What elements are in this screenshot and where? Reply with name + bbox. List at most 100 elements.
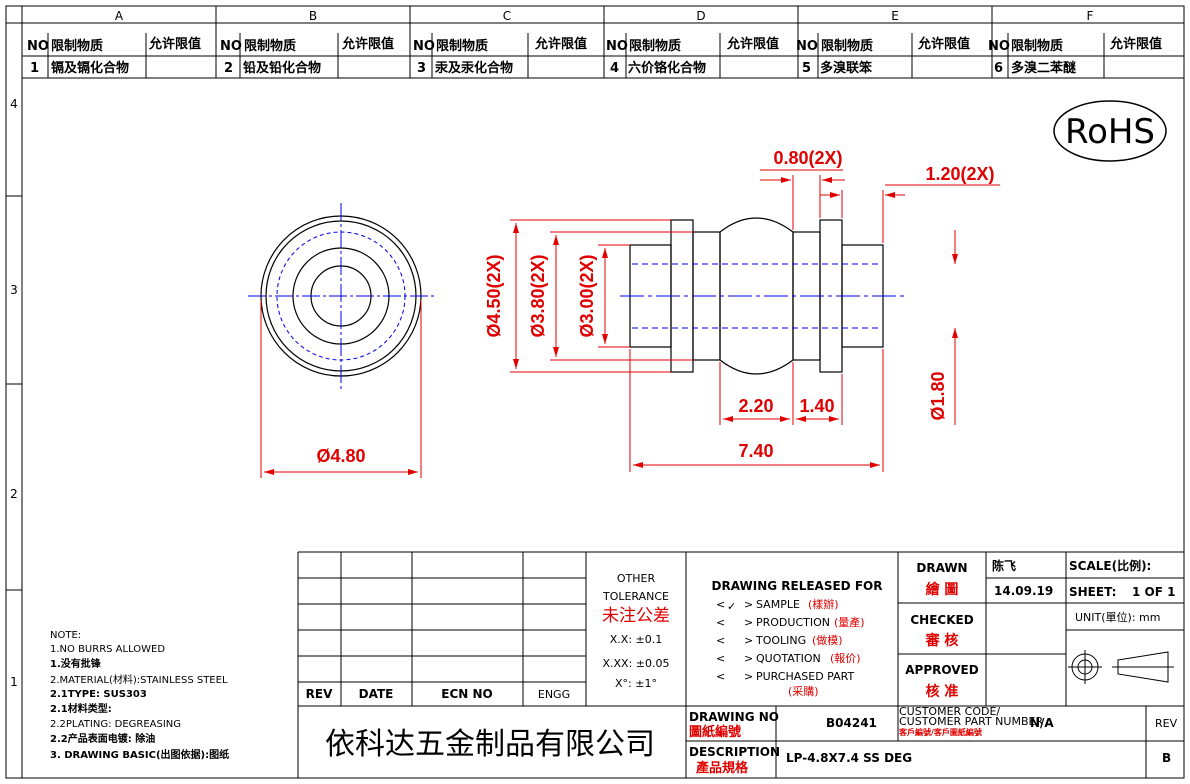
drawing-no-value: B04241 <box>826 716 877 730</box>
col-limit-header: 允许限值 <box>1109 36 1162 52</box>
notes-title: NOTE: <box>50 630 81 641</box>
release-block: DRAWING RELEASED FOR < ✓ > SAMPLE (樣辦) <… <box>712 579 883 698</box>
release-bracket: > <box>744 598 753 611</box>
dim-width-1-20: 1.20(2X) <box>925 164 994 184</box>
note-line: 1.NO BURRS ALLOWED <box>50 644 165 655</box>
tolerance-block: OTHER TOLERANCE 未注公差 X.X: ±0.1 X.XX: ±0.… <box>602 572 670 690</box>
customer-label-cn: 客戶編號/客戶圖紙編號 <box>898 727 982 737</box>
ecn-header: ECN NO <box>441 687 492 701</box>
dim-diameter-1-80: Ø1.80 <box>928 371 948 420</box>
release-item: TOOLING <box>755 634 806 647</box>
signoff-block: DRAWN 繪 圖 陈飞 14.09.19 CHECKED 審 核 APPROV… <box>905 558 1053 700</box>
release-title: DRAWING RELEASED FOR <box>712 579 883 593</box>
release-item-cn: (報价) <box>830 652 861 665</box>
rohs-mark: RoHS <box>1053 100 1167 162</box>
zone-label-top: C <box>503 9 511 23</box>
note-line: 2.MATERIAL(材料):STAINLESS STEEL <box>50 673 228 686</box>
tolerance-title-cn: 未注公差 <box>602 606 670 626</box>
sheet-label: SHEET: <box>1069 585 1116 599</box>
note-line: 1.没有批锋 <box>50 657 102 670</box>
description-label-cn: 產品規格 <box>695 760 749 776</box>
release-item: SAMPLE <box>756 598 800 611</box>
scale-label: SCALE(比例): <box>1069 558 1151 573</box>
substance-no: 5 <box>802 61 811 76</box>
drawn-date: 14.09.19 <box>994 584 1053 598</box>
approved-label-cn: 核 准 <box>926 683 959 700</box>
release-bracket: > <box>744 670 753 683</box>
dim-diameter-3-80: Ø3.80(2X) <box>528 254 548 337</box>
col-limit-header: 允许限值 <box>341 36 394 52</box>
col-limit-header: 允许限值 <box>534 36 587 52</box>
substance-name: 镉及镉化合物 <box>51 60 129 76</box>
release-bracket: < <box>716 616 725 629</box>
release-item: PRODUCTION <box>756 616 830 629</box>
checked-label: CHECKED <box>910 613 973 627</box>
release-item: QUOTATION <box>756 652 821 665</box>
col-no-header: NO <box>606 39 628 54</box>
dim-width-1-40: 1.40 <box>799 396 834 416</box>
release-check-icon: ✓ <box>727 600 736 613</box>
substance-name: 汞及汞化合物 <box>435 60 513 76</box>
drawn-label-cn: 繪 圖 <box>926 581 959 598</box>
substance-no: 2 <box>224 61 233 76</box>
customer-label: CUSTOMER CODE/ <box>899 705 1000 718</box>
release-bracket: < <box>716 634 725 647</box>
release-bracket: < <box>716 598 725 611</box>
zone-label-top: A <box>115 9 124 23</box>
col-no-header: NO <box>796 39 818 54</box>
col-substance-header: 限制物质 <box>629 38 681 54</box>
date-header: DATE <box>359 687 394 701</box>
approved-label: APPROVED <box>905 663 978 677</box>
sheet-value: 1 OF 1 <box>1132 585 1175 599</box>
end-view: Ø4.80 <box>248 203 434 478</box>
rohs-text: RoHS <box>1065 112 1155 152</box>
zone-label-side: 2 <box>10 487 18 501</box>
note-line: 2.1TYPE: SUS303 <box>50 689 147 700</box>
dim-diameter-3-00: Ø3.00(2X) <box>577 254 597 337</box>
release-bracket: < <box>716 670 725 683</box>
substance-name: 多溴联笨 <box>820 60 873 76</box>
notes-block: NOTE: 1.NO BURRS ALLOWED 1.没有批锋 2.MATERI… <box>50 630 229 761</box>
zone-label-top: F <box>1087 9 1094 23</box>
note-line: 3. DRAWING BASIC(出图依据):图纸 <box>50 748 229 761</box>
company-name: 依科达五金制品有限公司 <box>325 727 655 762</box>
substance-no: 6 <box>994 61 1003 76</box>
rev-value: B <box>1162 751 1171 765</box>
substance-name: 六价铬化合物 <box>628 60 706 76</box>
release-item-cn: (做模) <box>812 633 843 647</box>
col-substance-header: 限制物质 <box>244 38 296 54</box>
col-substance-header: 限制物质 <box>51 38 103 54</box>
release-bracket: > <box>744 616 753 629</box>
description-value: LP-4.8X7.4 SS DEG <box>786 751 912 765</box>
col-substance-header: 限制物质 <box>1011 38 1063 54</box>
col-substance-header: 限制物质 <box>436 38 488 54</box>
rev-label: REV <box>1155 717 1178 730</box>
col-no-header: NO <box>220 39 242 54</box>
tolerance-title: OTHER <box>617 572 656 585</box>
col-limit-header: 允许限值 <box>917 36 970 52</box>
col-limit-header: 允许限值 <box>726 36 779 52</box>
release-item-cn: (采購) <box>788 684 819 698</box>
tolerance-xxx: X.XX: ±0.05 <box>602 657 669 670</box>
col-limit-header: 允许限值 <box>148 36 201 52</box>
substance-name: 多溴二苯醚 <box>1011 60 1077 76</box>
substance-name: 铅及铅化合物 <box>243 60 321 76</box>
engg-header: ENGG <box>538 688 570 701</box>
sheet-frame <box>5 5 1185 779</box>
tolerance-xx: X.X: ±0.1 <box>610 633 662 646</box>
zone-labels-side: 4 3 2 1 <box>10 97 18 689</box>
company-block: 依科达五金制品有限公司 <box>325 727 655 762</box>
substance-no: 3 <box>417 61 426 76</box>
col-no-header: NO <box>413 39 435 54</box>
tolerance-angle: X°: ±1° <box>615 677 657 690</box>
drawn-by: 陈飞 <box>992 558 1016 573</box>
customer-value: N/A <box>1030 716 1054 730</box>
zone-label-side: 1 <box>10 675 18 689</box>
note-line: 2.1材料类型: <box>50 702 112 715</box>
drawing-no-label-cn: 圖紙編號 <box>689 724 741 740</box>
col-no-header: NO <box>988 39 1010 54</box>
customer-block: CUSTOMER CODE/ CUSTOMER PART NUMBER 客戶編號… <box>898 705 1178 737</box>
note-line: 2.2PLATING: DEGREASING <box>50 719 181 730</box>
note-line: 2.2产品表面电镀: 除油 <box>50 732 155 745</box>
